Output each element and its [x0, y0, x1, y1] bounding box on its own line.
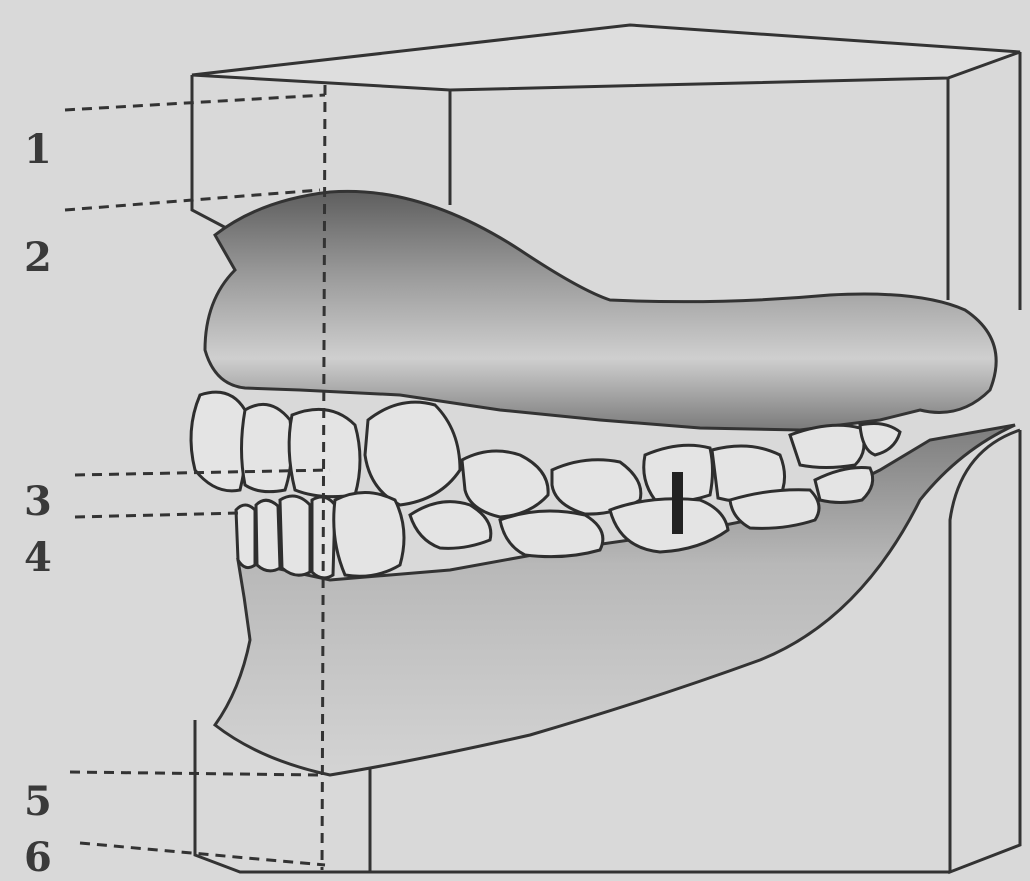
- label-1: 1: [24, 130, 52, 170]
- label-6: 6: [24, 838, 52, 878]
- registration-mark: [672, 472, 683, 534]
- label-3: 3: [24, 482, 52, 522]
- label-2: 2: [24, 238, 52, 278]
- label-4: 4: [24, 538, 52, 578]
- label-5: 5: [24, 782, 52, 822]
